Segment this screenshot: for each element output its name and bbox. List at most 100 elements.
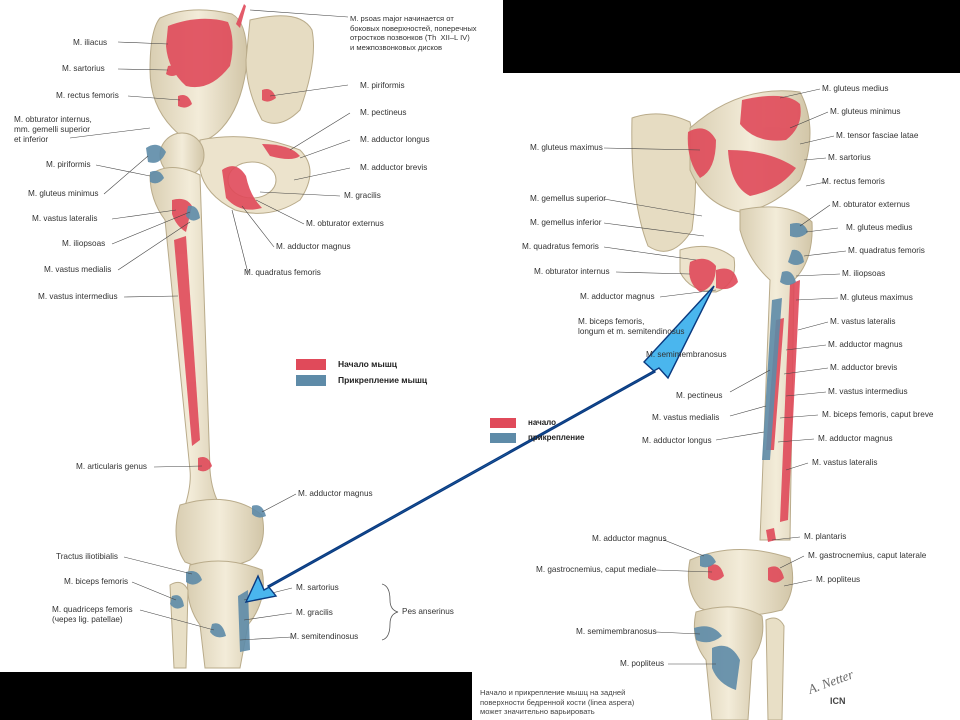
semimembranosus-insertion [694,626,722,643]
label-r-rectus-femoris: M. rectus femoris [822,177,885,186]
left-panel [0,0,503,672]
label-iliacus: M. iliacus [73,38,108,47]
sartorius-origin [166,65,178,76]
quadratus-femoris-insertion [788,249,804,265]
label-obturator-internus: M. obturator internus, mm. gemelli super… [14,115,92,144]
legend-right-origin-text: начало [528,418,557,427]
adductor-origin [222,166,262,210]
left-leader-lines [69,9,351,641]
legend-origin-swatch [296,359,326,370]
label-psoas-major: M. psoas major начинается от боковых пов… [350,14,477,52]
popliteus-insertion [712,645,740,690]
label-adductor-magnus-knee: M. adductor magnus [298,489,373,498]
label-r-semimembranosus-2: M. semimembranosus [576,627,657,636]
label-r-obturator-internus: M. obturator internus [534,267,610,276]
piriformis-insertion [150,170,164,184]
label-vastus-intermedius: M. vastus intermedius [38,292,118,301]
label-r-biceps-breve: M. biceps femoris, caput breve [822,410,934,419]
iliopsoas-insertion [186,205,200,221]
left-fibula-bone [169,581,189,669]
right-leader-lines [603,88,847,665]
label-r-gluteus-maximus-2: M. gluteus maximus [840,293,913,302]
pes-anserinus-brace [381,583,399,641]
label-sartorius-knee: M. sartorius [296,583,339,592]
label-piriformis-right: M. piriformis [360,81,405,90]
label-r-pectineus: M. pectineus [676,391,723,400]
tractus-insertion [186,571,202,585]
label-r-adductor-magnus-2: M. adductor magnus [828,340,903,349]
double-arrow [244,285,715,603]
label-iliopsoas: M. iliopsoas [62,239,106,248]
label-r-adductor-longus: M. adductor longus [642,436,712,445]
gastro-med-origin [708,564,724,581]
label-r-obturator-externus: M. obturator externus [832,200,910,209]
label-r-gluteus-medius: M. gluteus medius [822,84,889,93]
label-r-gemellus-inferior: M. gemellus inferior [530,218,602,227]
sacral-origin [262,89,276,102]
gluteus-maximus-strip [728,150,796,196]
psoas-line [236,4,246,28]
right-insertion-areas [694,223,808,690]
gluteus-maximus-origin [687,128,716,178]
signature: A. Netter [805,666,856,697]
label-r-adductor-magnus-4: M. adductor magnus [592,534,667,543]
label-r-gastro-laterale: M. gastrocnemius, caput laterale [808,551,927,560]
label-biceps-femoris: M. biceps femoris [64,577,129,586]
label-r-gastro-mediale: M. gastrocnemius, caput mediale [536,565,657,574]
gluteus-medius-origin [740,95,801,141]
biceps-insertion [170,595,184,609]
label-sartorius: M. sartorius [62,64,105,73]
label-vastus-lateralis: M. vastus lateralis [32,214,98,223]
left-insertion-areas [146,144,266,652]
adductor-magnus-tubercle [700,554,716,568]
adductor-magnus-insertion [252,505,266,518]
label-r-adductor-magnus: M. adductor magnus [580,292,655,301]
left-femur-figure [149,9,314,669]
quadratus-origin [689,258,716,292]
iliopsoas-insertion-r [780,271,796,285]
rectus-origin [178,95,192,108]
label-r-iliopsoas: M. iliopsoas [842,269,886,278]
right-sacrum-bone [631,113,697,252]
label-r-gluteus-maximus: M. gluteus maximus [530,143,603,152]
label-r-semimembranosus: M. semimembranosus [646,350,727,359]
left-knee-bone [175,498,264,569]
pes-anserinus-insertion [238,590,250,652]
pectineus-origin [262,144,300,159]
label-r-plantaris: M. plantaris [804,532,847,541]
label-piriformis-left: M. piriformis [46,160,91,169]
label-gluteus-minimus: M. gluteus minimus [28,189,99,198]
label-r-sartorius: M. sartorius [828,153,871,162]
label-r-adductor-brevis: M. adductor brevis [830,363,898,372]
vastus-lateralis-post [780,280,800,522]
left-sacrum-bone [245,15,314,124]
label-r-gemellus-superior: M. gemellus superior [530,194,606,203]
label-r-vastus-intermedius: M. vastus intermedius [828,387,908,396]
gluteus-minimus-insertion [146,144,166,163]
label-vastus-medialis: M. vastus medialis [44,265,112,274]
label-r-tensor: M. tensor fasciae latae [836,131,919,140]
legend-insertion-text: Прикрепление мышц [338,375,428,385]
label-quadratus-femoris: M. quadratus femoris [244,268,321,277]
legend-right-origin-swatch [490,418,516,428]
legend-insertion-swatch [296,375,326,386]
caption: Начало и прикрепление мышц на задней пов… [480,688,635,716]
biceps-origin [716,268,738,290]
gastro-lat-origin [768,566,784,583]
label-adductor-brevis: M. adductor brevis [360,163,428,172]
label-quadriceps-femoris: M. quadriceps femoris (через lig. patell… [52,605,133,624]
label-r-quadratus-l: M. quadratus femoris [522,242,599,251]
label-pectineus: M. pectineus [360,108,407,117]
plantaris-origin [766,528,776,542]
legend-right-insertion-text: пpикрепление [528,433,585,442]
vastus-intermedius-origin [174,236,200,446]
legend-right-insertion-swatch [490,433,516,443]
icn-logo: ICN [830,696,846,706]
right-origin-areas [687,95,801,583]
label-gracilis-knee: M. gracilis [296,608,333,617]
label-adductor-magnus: M. adductor magnus [276,242,351,251]
adductor-insertion-r [762,298,782,460]
obturator-externus-insertion [790,223,808,238]
label-rectus-femoris: M. rectus femoris [56,91,119,100]
label-r-adductor-magnus-3: M. adductor magnus [818,434,893,443]
